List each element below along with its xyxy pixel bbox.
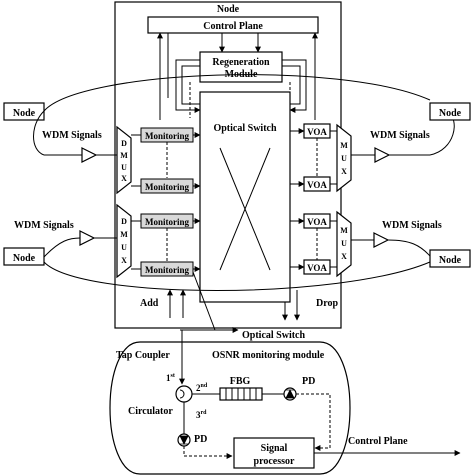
link-left-top-curve <box>33 110 45 156</box>
dmux-top-x: X <box>121 174 127 183</box>
wdm-left-bottom-label: WDM Signals <box>14 220 74 231</box>
mux-top-m: M <box>340 141 348 150</box>
optical-switch-label: Optical Switch <box>213 123 276 134</box>
node-left-top-label: Node <box>13 108 36 119</box>
pd-top-to-processor <box>296 393 331 451</box>
voa-label-4: VOA <box>307 263 327 273</box>
node-right-bottom-box <box>429 249 471 268</box>
link-right-bottom-curve <box>387 239 431 257</box>
monitoring-label-3: Monitoring <box>145 217 189 227</box>
voa-label-1: VOA <box>307 127 327 137</box>
tap-coupler-label: Tap Coupler <box>116 350 170 361</box>
node-left-bottom-label: Node <box>13 253 36 264</box>
switch-cross-lines <box>219 147 271 271</box>
second-port-label: 2nd <box>196 383 208 393</box>
wdm-left-top-label: WDM Signals <box>42 130 102 141</box>
dmux-bottom-x: X <box>121 256 127 265</box>
dmux-top-d: D <box>121 139 127 148</box>
amplifier-right-bottom <box>373 232 390 248</box>
mux-bottom-m: M <box>340 226 348 235</box>
monitor-tap-line <box>192 271 216 331</box>
monitoring-label-2: Monitoring <box>145 182 189 192</box>
third-port-label: 3rd <box>196 410 207 420</box>
dmux-bottom-u: U <box>121 243 127 252</box>
node-right-bottom-label: Node <box>439 255 462 266</box>
dmux-bottom <box>116 203 132 279</box>
link-curve-top <box>43 74 431 112</box>
node-top-label: Node <box>217 4 240 15</box>
optical-switch-bottom-label: Optical Switch <box>242 330 305 341</box>
link-left-bottom-curve <box>43 237 81 258</box>
mux-top <box>336 123 352 193</box>
dmux-top-u: U <box>121 163 127 172</box>
pd-bottom-label: PD <box>194 434 207 445</box>
amplifier-left-top <box>81 147 98 163</box>
regen-loop-left-outer <box>175 59 201 113</box>
osnr-module-label: OSNR monitoring module <box>212 350 325 361</box>
wdm-right-bottom-label: WDM Signals <box>382 220 442 231</box>
mux-top-u: U <box>341 154 347 163</box>
circulator-inner-arrow <box>179 389 185 399</box>
regen-loop-right-inner <box>282 65 301 105</box>
first-port-label: 1st <box>166 373 175 383</box>
monitoring-label-1: Monitoring <box>145 131 189 141</box>
pd-bottom-diode <box>179 435 189 445</box>
optical-switch-box <box>199 91 291 303</box>
node-right-top-label: Node <box>439 108 462 119</box>
signal-processor-label-1: Signal <box>261 443 288 454</box>
signal-processor-label-2: processor <box>254 456 295 467</box>
pd-top-label: PD <box>302 376 315 387</box>
circulator-label: Circulator <box>128 406 173 417</box>
control-plane-box <box>147 16 319 34</box>
mux-bottom-x: X <box>341 252 347 261</box>
fbg-label: FBG <box>230 376 251 387</box>
regen-loop-left-inner <box>181 65 200 105</box>
monitoring-label-4: Monitoring <box>145 265 189 275</box>
dmux-top <box>116 125 132 195</box>
control-plane-bottom-label: Control Plane <box>348 436 408 447</box>
pd-top-diode <box>285 389 295 399</box>
add-label: Add <box>140 298 159 309</box>
mux-bottom <box>336 210 352 278</box>
fbg-grating-lines <box>225 388 257 400</box>
regen-loop-right-outer <box>282 59 307 113</box>
mux-top-x: X <box>341 167 347 176</box>
control-plane-label: Control Plane <box>203 21 263 32</box>
voa-label-2: VOA <box>307 180 327 190</box>
drop-label: Drop <box>316 298 338 309</box>
wdm-right-top-label: WDM Signals <box>370 130 430 141</box>
regeneration-module-box <box>199 51 283 83</box>
mux-bottom-u: U <box>341 239 347 248</box>
dmux-top-m: M <box>120 151 128 160</box>
node-right-top-box <box>429 102 471 121</box>
pd-bottom-to-processor <box>183 446 233 459</box>
regeneration-label-1: Regeneration <box>212 57 270 68</box>
amplifier-right-top <box>374 147 391 163</box>
dmux-bottom-d: D <box>121 217 127 226</box>
amplifier-left-bottom <box>79 230 96 246</box>
voa-label-3: VOA <box>307 217 327 227</box>
link-curve-bottom <box>43 261 431 291</box>
dmux-bottom-m: M <box>120 230 128 239</box>
